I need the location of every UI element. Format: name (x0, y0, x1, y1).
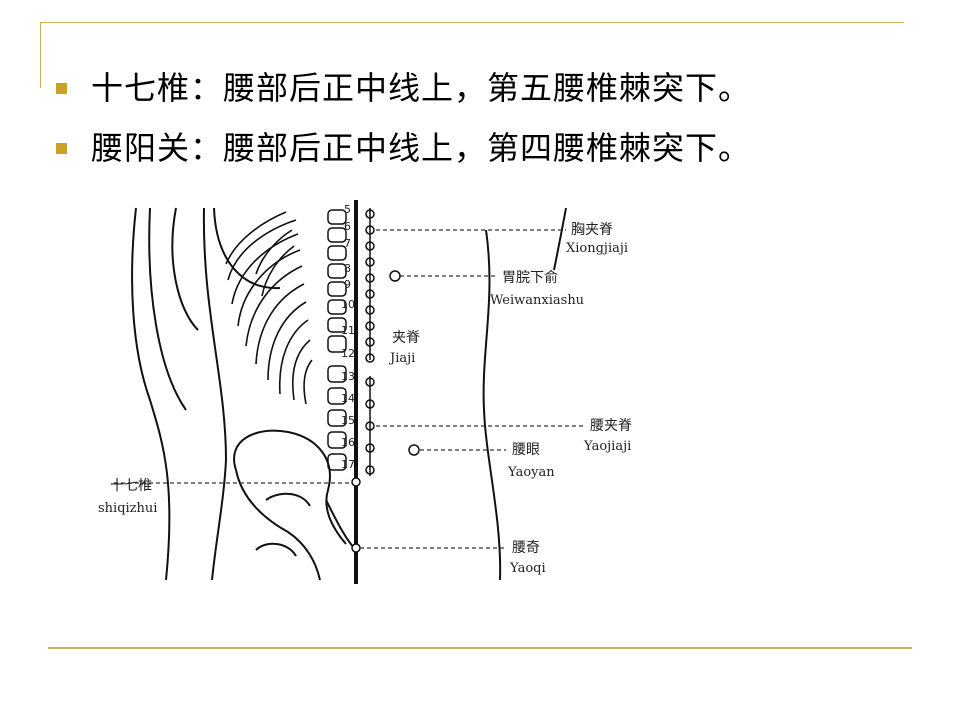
label-xiongjiaji: 胸夹脊 (571, 222, 613, 238)
right-torso-outline (482, 229, 502, 581)
leader-lines (114, 229, 586, 549)
spinous-processes (327, 209, 347, 471)
back-anatomy-illustration: 5 6 7 8 9 10 11 12 13 14 15 16 17 (98, 200, 632, 584)
bullet-item: 十七椎：腰部后正中线上，第五腰椎棘突下。 (56, 58, 751, 118)
pinyin-yaojiaji: Yaojiaji (583, 439, 631, 454)
pinyin-yaoyan: Yaoyan (507, 465, 555, 480)
left-torso-outline (202, 207, 228, 581)
vertebra-number: 11 (341, 324, 355, 337)
pinyin-jiaji: Jiaji (388, 351, 415, 366)
square-bullet-icon (56, 82, 67, 94)
pinyin-yaoqi: Yaoqi (509, 561, 546, 576)
frame-left-rule (40, 22, 41, 88)
frame-bottom-rule (48, 647, 912, 649)
vertebra-number: 17 (341, 458, 355, 471)
rib-cage (225, 211, 313, 405)
label-yaoqi: 腰奇 (512, 539, 540, 556)
bullet-list: 十七椎：腰部后正中线上，第五腰椎棘突下。 腰阳关：腰部后正中线上，第四腰椎棘突下… (56, 58, 751, 178)
label-yaoyan: 腰眼 (512, 442, 540, 458)
vertebra-number: 7 (344, 237, 351, 250)
pinyin-shiqizhui: shiqizhui (98, 501, 157, 516)
label-shiqizhui: 十七椎 (110, 478, 152, 494)
pinyin-weiwanxiashu: Weiwanxiashu (490, 293, 584, 308)
frame-top-rule (40, 22, 904, 23)
label-jiaji: 夹脊 (392, 330, 420, 346)
acupoint-back-diagram: 5 6 7 8 9 10 11 12 13 14 15 16 17 (66, 200, 686, 584)
pelvis-outline (233, 429, 357, 581)
pinyin-xiongjiaji: Xiongjiaji (566, 241, 628, 256)
bullet-text-yaoyangguan: 腰阳关：腰部后正中线上，第四腰椎棘突下。 (91, 129, 752, 167)
label-weiwanxiashu: 胃脘下俞 (502, 269, 558, 286)
square-bullet-icon (56, 142, 67, 154)
left-arm-inner (148, 207, 187, 411)
vertebra-number: 14 (341, 392, 355, 405)
vertebra-number: 10 (341, 298, 355, 311)
bullet-text-shiqizhui: 十七椎：腰部后正中线上，第五腰椎棘突下。 (91, 69, 752, 107)
vertebra-number: 12 (341, 347, 355, 360)
scapula-outline (213, 207, 281, 290)
vertebra-numbers: 5 6 7 8 9 10 11 12 13 14 15 16 17 (341, 203, 355, 471)
left-arm-fold (171, 207, 199, 331)
vertebra-number: 13 (341, 370, 355, 383)
vertebra-number: 9 (344, 278, 351, 291)
vertebra-number: 5 (344, 203, 351, 216)
bullet-item: 腰阳关：腰部后正中线上，第四腰椎棘突下。 (56, 118, 751, 178)
right-arm-line (553, 207, 567, 271)
vertebra-number: 6 (344, 220, 351, 233)
left-arm-outline (131, 207, 171, 581)
jiaji-point-circles (351, 209, 420, 553)
label-yaojiaji: 腰夹脊 (590, 418, 632, 434)
vertebra-number: 8 (344, 262, 351, 275)
vertebra-number: 15 (341, 414, 355, 427)
vertebra-number: 16 (341, 436, 355, 449)
